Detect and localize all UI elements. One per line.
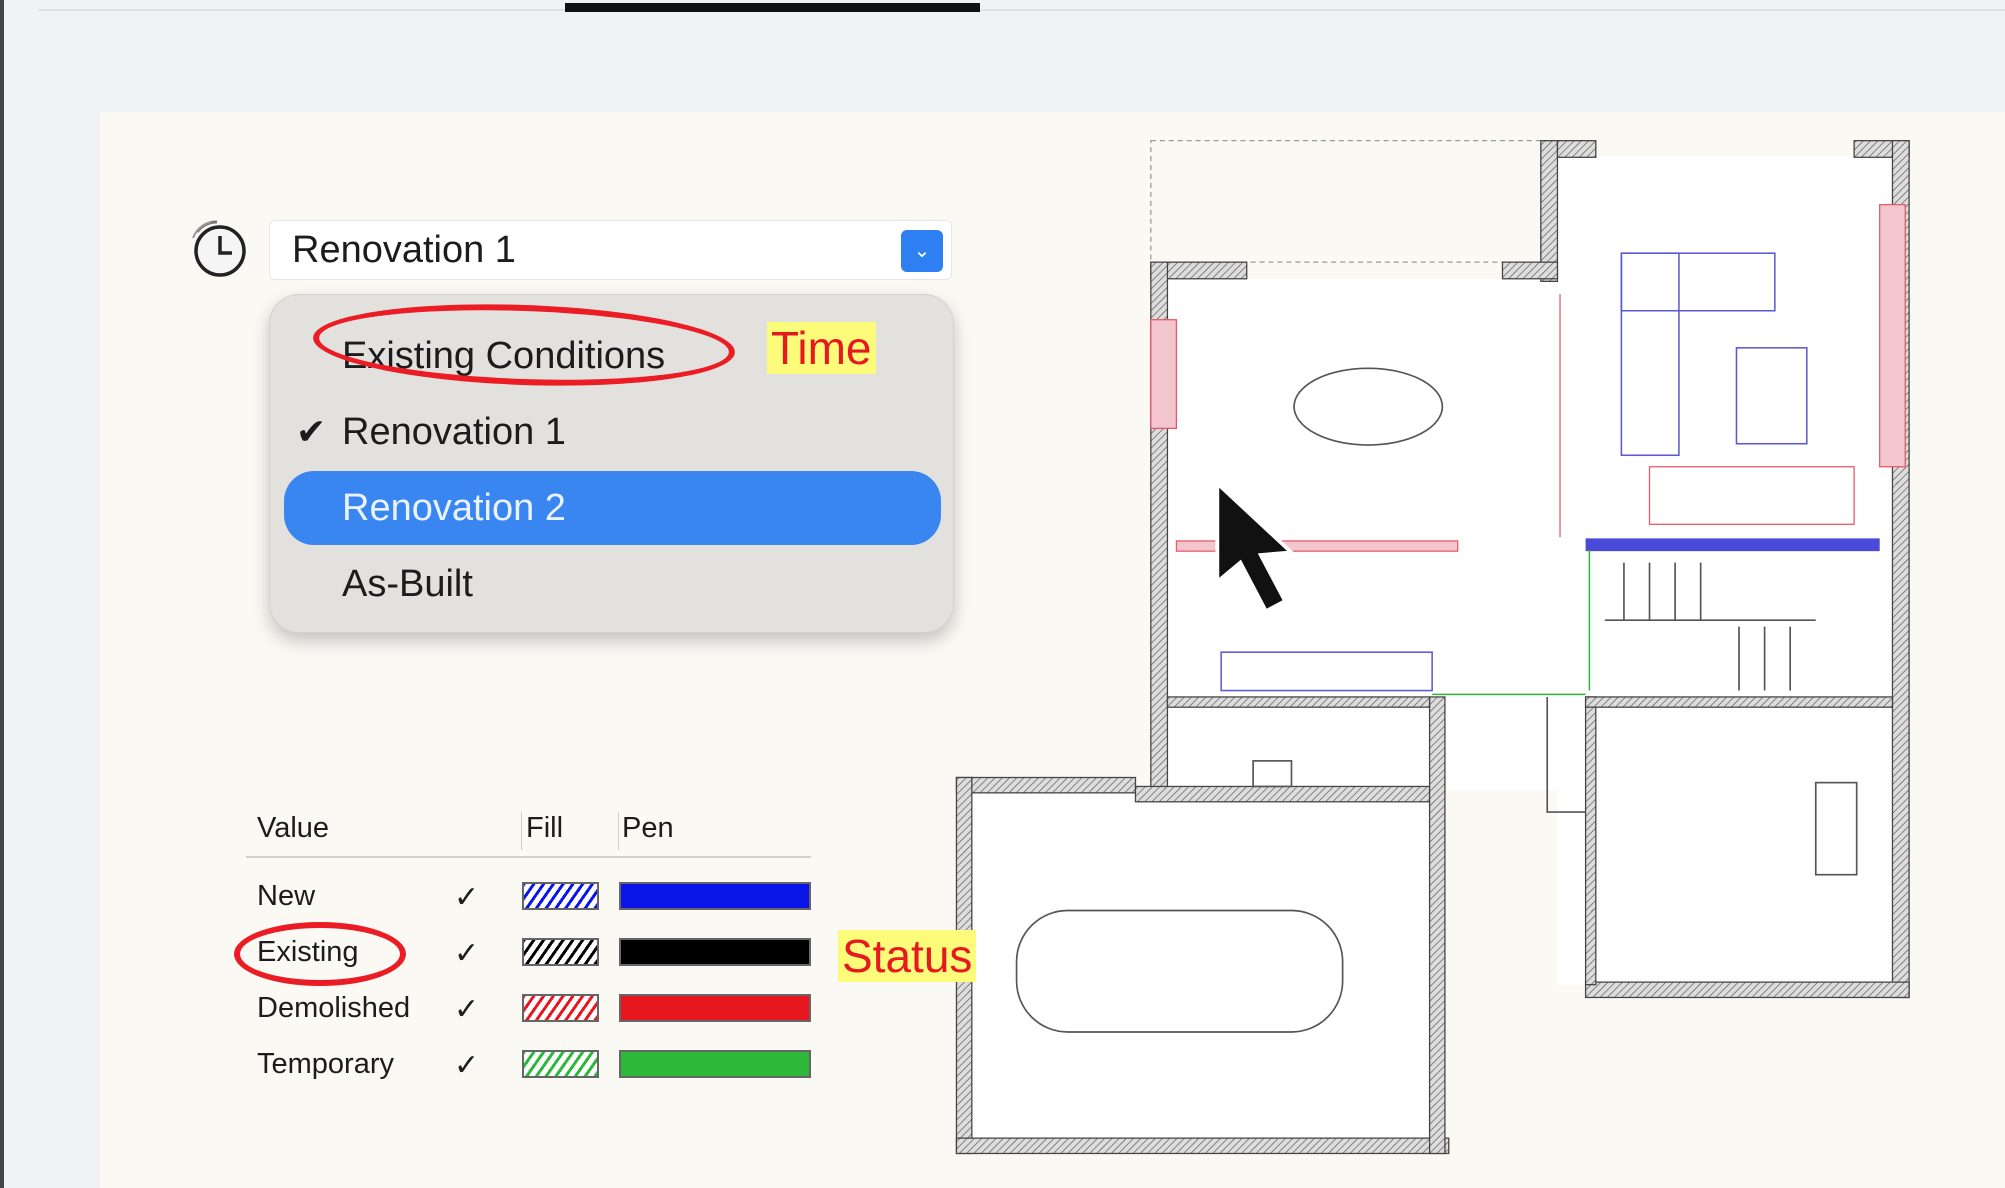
column-divider (521, 812, 522, 850)
menu-item-label: Existing Conditions (342, 335, 666, 377)
visibility-check-icon[interactable]: ✓ (454, 1049, 480, 1082)
legend-header-value: Value (257, 812, 330, 844)
menu-item-existing-conditions[interactable]: Existing Conditions (284, 319, 941, 393)
menu-item-label: As-Built (342, 563, 473, 605)
menu-item-renovation-1[interactable]: ✔ Renovation 1 (284, 395, 941, 469)
fill-swatch[interactable] (522, 1050, 599, 1078)
fill-swatch[interactable] (522, 994, 599, 1022)
window-edge (0, 0, 4, 1188)
status-name: New (257, 880, 316, 912)
status-name: Temporary (257, 1048, 394, 1080)
existing-furniture (1015, 367, 1858, 1033)
active-tab-indicator (565, 3, 980, 12)
phase-select-value: Renovation 1 (292, 229, 516, 271)
annotation-time-label: Time (767, 322, 876, 374)
legend-row-new[interactable]: New ✓ (257, 880, 817, 914)
menu-item-label: Renovation 1 (342, 411, 566, 453)
column-divider (618, 812, 619, 850)
fill-swatch[interactable] (522, 938, 599, 966)
legend-header-pen: Pen (622, 812, 674, 844)
menu-item-renovation-2[interactable]: Renovation 2 (284, 471, 941, 545)
legend-row-demolished[interactable]: Demolished ✓ (257, 992, 817, 1026)
pen-swatch[interactable] (619, 882, 811, 910)
phase-select[interactable]: Renovation 1 ⌄ (269, 220, 952, 280)
legend-divider (246, 856, 811, 858)
demolished-elements (1150, 203, 1906, 552)
pen-swatch[interactable] (619, 1050, 811, 1078)
temporary-elements (1432, 549, 1591, 696)
dashed-outline (1150, 140, 1542, 263)
walls (955, 140, 1910, 1155)
legend-header-fill: Fill (526, 812, 564, 844)
menu-item-label: Renovation 2 (342, 487, 566, 529)
status-name: Demolished (257, 992, 411, 1024)
checkmark-icon: ✔ (296, 411, 327, 452)
mouse-cursor-icon (1215, 478, 1296, 614)
visibility-check-icon[interactable]: ✓ (454, 881, 480, 914)
annotation-circle (234, 922, 406, 986)
toolbar-divider (38, 9, 2005, 11)
pen-swatch[interactable] (619, 994, 811, 1022)
annotation-status-label: Status (838, 930, 977, 982)
pen-swatch[interactable] (619, 938, 811, 966)
chevron-down-icon[interactable]: ⌄ (901, 230, 943, 272)
menu-item-as-built[interactable]: As-Built (284, 547, 941, 621)
legend-row-temporary[interactable]: Temporary ✓ (257, 1048, 817, 1082)
clock-history-icon[interactable] (187, 218, 249, 280)
plan-background (971, 156, 1893, 1139)
new-wall (1585, 538, 1880, 552)
new-furniture (1220, 252, 1808, 692)
fill-swatch[interactable] (522, 882, 599, 910)
visibility-check-icon[interactable]: ✓ (454, 937, 480, 970)
visibility-check-icon[interactable]: ✓ (454, 993, 480, 1026)
